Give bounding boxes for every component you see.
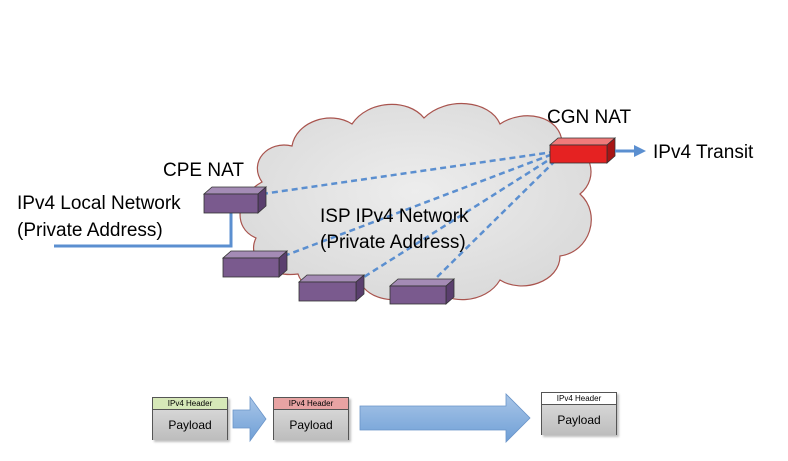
cpe-nat-box [202,186,268,214]
tunnel-line-2 [283,152,554,258]
cpe-nat-label: CPE NAT [163,160,244,181]
home-router-box-2 [221,250,289,278]
cgn-nat-box [548,137,617,164]
home-router-box-4 [388,278,456,305]
packet-header: IPv4 Header [542,393,616,405]
packet-cpe-translated: IPv4 Header Payload [273,397,349,440]
transit-arrow [615,145,646,157]
packet-payload: Payload [274,410,348,440]
isp-network-label-line1: ISP IPv4 Network [320,206,469,227]
cgn-nat-label: CGN NAT [547,107,632,128]
packet-header: IPv4 Header [153,398,227,410]
flow-arrow-small [232,395,267,443]
local-network-link [54,213,233,248]
packet-payload: Payload [153,410,227,440]
tunnel-line-cpe [261,150,554,196]
packet-original: IPv4 Header Payload [152,397,228,440]
flow-arrow-large [359,393,531,443]
packet-payload: Payload [542,405,616,435]
ipv4-transit-label: IPv4 Transit [653,142,754,163]
home-router-box-3 [297,274,366,302]
local-network-label-line1: IPv4 Local Network [17,193,181,214]
tunnel-lines [261,150,559,285]
packet-header: IPv4 Header [274,398,348,410]
local-network-label-line2: (Private Address) [17,220,163,241]
isp-cloud [239,102,592,301]
packet-cgn-translated: IPv4 Header Payload [541,392,617,435]
isp-network-label-line2: (Private Address) [320,232,466,253]
